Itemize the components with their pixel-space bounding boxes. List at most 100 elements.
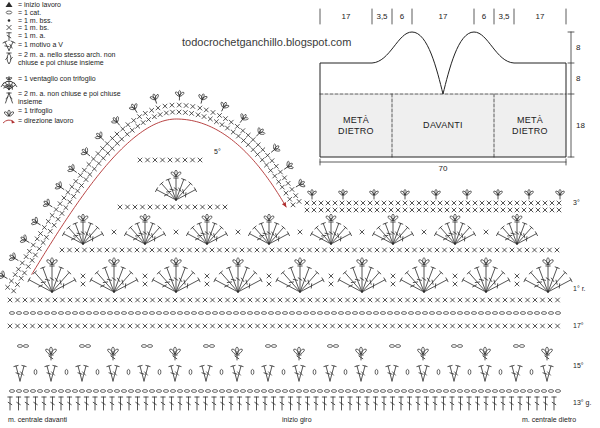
trefoil-petal <box>174 348 181 355</box>
single-crochet-symbol <box>271 324 275 328</box>
stitch-stroke <box>493 402 497 404</box>
stitch-stroke <box>368 298 372 302</box>
dimension-tick <box>372 9 373 24</box>
treble-symbol <box>322 397 326 410</box>
stitch-stroke <box>253 226 256 229</box>
stitch-stroke <box>198 278 200 282</box>
stitch-stroke <box>440 271 443 274</box>
stitch-stroke <box>278 298 282 302</box>
stitch-stroke <box>297 397 301 398</box>
stitch-stroke <box>512 373 516 374</box>
treble-symbol <box>50 397 54 410</box>
stitch-stroke <box>450 373 454 374</box>
stitch-stroke <box>480 248 484 252</box>
single-crochet-symbol <box>241 324 245 328</box>
treble-symbol <box>393 223 403 244</box>
treble-symbol <box>76 365 82 381</box>
single-crochet-symbol <box>121 298 125 302</box>
single-crochet-symbol <box>8 298 12 302</box>
stitch-stroke <box>202 373 206 374</box>
stitch-stroke <box>458 232 461 236</box>
stitch-stroke <box>206 366 210 381</box>
stitch-stroke <box>256 298 260 302</box>
stitch-stroke <box>187 232 189 236</box>
trefoil-petal <box>236 348 243 355</box>
single-crochet-symbol <box>436 324 440 328</box>
single-crochet-symbol <box>488 248 492 252</box>
stitch-stroke <box>325 233 329 235</box>
stitch-stroke <box>330 366 334 381</box>
treble-symbol <box>483 355 487 360</box>
stitch-stroke <box>235 356 239 358</box>
chain-symbol <box>387 312 392 315</box>
single-crochet-symbol <box>436 298 440 302</box>
stitch-stroke <box>144 366 148 381</box>
stitch-stroke <box>145 372 148 375</box>
stitch-stroke <box>331 397 335 398</box>
stitch-stroke <box>524 234 525 238</box>
stitch-stroke <box>63 232 65 236</box>
treble-symbol <box>424 278 448 292</box>
stitch-stroke <box>277 280 300 292</box>
stitch-stroke <box>456 365 460 366</box>
chain-symbol <box>394 390 399 393</box>
stitch-stroke <box>200 365 204 366</box>
stitch-stroke <box>113 298 117 302</box>
single-crochet-symbol <box>458 324 462 328</box>
stitch-stroke <box>378 227 393 244</box>
treble-symbol <box>486 267 497 292</box>
treble-symbol <box>135 223 145 244</box>
stitch-stroke <box>486 280 509 292</box>
single-crochet-symbol <box>428 248 432 252</box>
stitch-stroke <box>300 268 309 292</box>
stitch-stroke <box>128 298 132 302</box>
v-motif-symbol <box>541 365 553 381</box>
chain-symbol <box>128 312 133 315</box>
stitch-stroke <box>176 272 193 292</box>
stitch-stroke <box>311 232 313 236</box>
stitch-stroke <box>453 274 457 278</box>
stitch-stroke <box>127 402 131 404</box>
single-crochet-symbol <box>136 324 140 328</box>
stitch-stroke <box>49 356 53 358</box>
stitch-stroke <box>238 402 242 404</box>
stitch-stroke <box>267 222 271 223</box>
single-crochet-symbol <box>174 230 178 234</box>
stitch-stroke <box>59 397 63 398</box>
stitch-stroke <box>535 402 539 404</box>
stitch-stroke <box>219 271 222 274</box>
stitch-stroke <box>38 298 42 302</box>
stitch-stroke <box>314 397 318 398</box>
stitch-stroke <box>61 298 65 302</box>
stitch-stroke <box>106 298 110 302</box>
stitch-stroke <box>484 266 488 267</box>
stitch-stroke <box>448 365 452 366</box>
chain-symbol <box>51 312 56 315</box>
stitch-stroke <box>424 272 441 292</box>
stitch-stroke <box>458 298 462 302</box>
stitch-stroke <box>368 248 372 252</box>
stitch-stroke <box>316 271 319 274</box>
stitch-stroke <box>406 324 410 328</box>
stitch-stroke <box>517 372 520 375</box>
chain-symbol <box>30 312 35 315</box>
chain-symbol <box>209 345 214 348</box>
stitch-stroke <box>263 324 267 328</box>
stitch-stroke <box>152 278 154 282</box>
stitch-stroke <box>548 372 551 375</box>
single-crochet-symbol <box>113 324 117 328</box>
single-crochet-symbol <box>331 324 335 328</box>
stitch-stroke <box>143 298 147 302</box>
single-crochet-symbol <box>46 298 50 302</box>
single-crochet-symbol <box>338 324 342 328</box>
stitch-stroke <box>263 397 267 398</box>
stitch-stroke <box>14 365 18 366</box>
stitch-stroke <box>136 402 140 404</box>
stitch-stroke <box>169 279 173 281</box>
stitch-stroke <box>355 365 359 366</box>
trefoil-petal <box>113 259 120 266</box>
stitch-stroke <box>398 248 402 252</box>
stitch-stroke <box>466 324 470 328</box>
single-crochet-symbol <box>346 298 350 302</box>
stitch-stroke <box>52 268 61 292</box>
